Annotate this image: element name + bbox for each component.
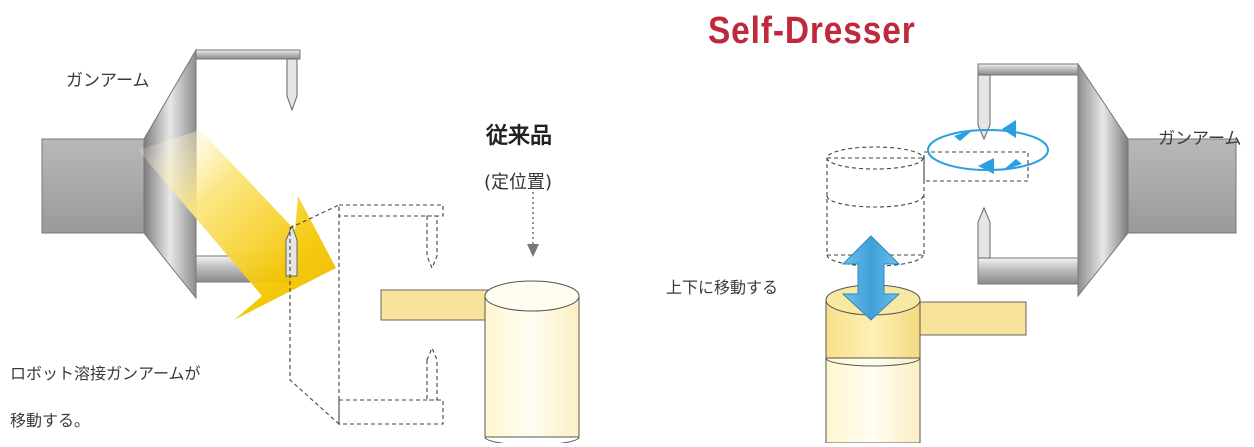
right-gun-arm [977,62,1237,298]
conventional-subtitle: (定位置) [484,172,553,193]
brand-title: Self-Dresser [708,10,916,52]
right-gun-arm-label: ガンアーム [1158,129,1242,149]
robot-caption-line2: 移動する。 [10,411,91,430]
left-moved-arm-ghost [289,204,444,426]
conventional-dresser [380,280,580,446]
conventional-title: 従来品 [486,124,553,149]
left-gun-arm-label: ガンアーム [66,71,150,91]
robot-caption-line1: ロボット溶接ガンアームが [10,364,201,383]
move-up-down-label: 上下に移動する [666,278,779,297]
right-dresser-ghost [826,146,1029,267]
down-arrow-icon [527,192,539,257]
rotation-arrow-icon [927,120,1049,174]
up-down-arrow-icon [841,235,901,321]
self-dresser [825,284,1027,444]
